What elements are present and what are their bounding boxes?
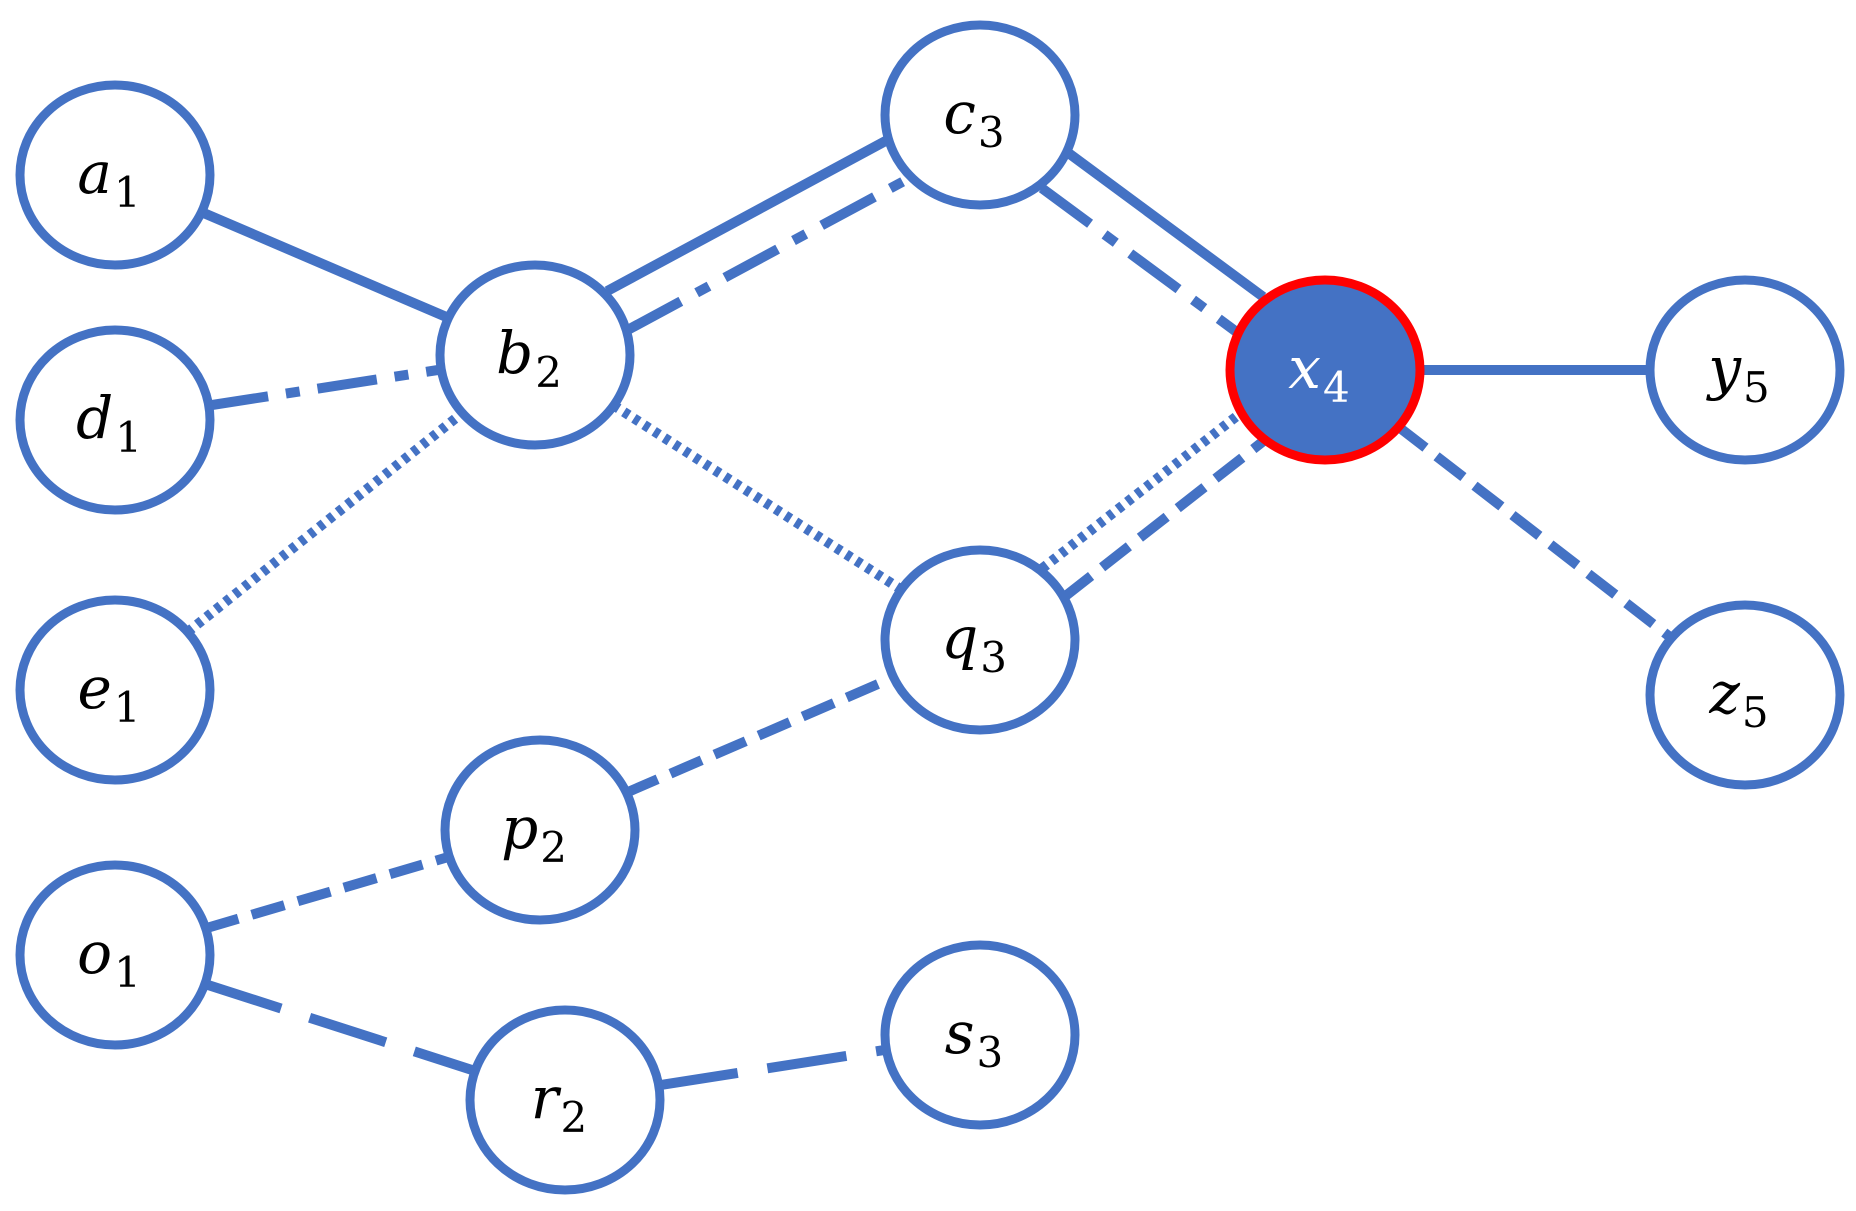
node-label: b2 — [496, 319, 562, 397]
node-subscript: 3 — [977, 1028, 1004, 1077]
node-e1: e1 — [15, 595, 215, 785]
edge-o1-p2 — [204, 851, 451, 934]
node-subscript: 2 — [540, 823, 567, 872]
node-d1: d1 — [15, 325, 215, 515]
node-p2: p2 — [440, 735, 640, 925]
edge-r2-s3 — [657, 1044, 888, 1091]
node-r2: r2 — [465, 1005, 665, 1195]
node-subscript: 1 — [114, 948, 141, 997]
node-y5: y5 — [1645, 275, 1845, 465]
edge-b2-q3 — [611, 401, 904, 594]
node-subscript: 5 — [1743, 363, 1770, 412]
node-letter: o — [77, 919, 112, 987]
node-letter: y — [1705, 334, 1742, 402]
node-label: e1 — [77, 654, 140, 732]
node-label: x4 — [1288, 334, 1349, 412]
node-letter: e — [77, 654, 111, 722]
edge-o1-r2 — [203, 979, 477, 1076]
node-c3: c3 — [880, 20, 1080, 210]
node-circle — [880, 940, 1080, 1130]
node-label: c3 — [943, 79, 1004, 157]
node-circle — [880, 20, 1080, 210]
edge-q3-x4-dashed — [1061, 437, 1266, 601]
edge-q3-x4-dotted — [1039, 409, 1244, 573]
node-letter: x — [1288, 334, 1321, 402]
node-letter: z — [1708, 659, 1740, 727]
node-circle — [1225, 275, 1425, 465]
node-letter: p — [501, 794, 538, 862]
node-b2: b2 — [435, 260, 635, 450]
edge-b2-c3-solid — [604, 135, 890, 296]
node-z5: z5 — [1645, 600, 1845, 790]
edges-layer — [184, 135, 1675, 1091]
node-letter: d — [76, 384, 113, 452]
node-subscript: 2 — [561, 1093, 588, 1142]
node-letter: b — [496, 319, 533, 387]
node-circle — [880, 545, 1080, 735]
edge-e1-b2 — [184, 409, 466, 636]
node-x4: x4 — [1225, 275, 1425, 465]
node-subscript: 3 — [978, 108, 1005, 157]
node-subscript: 1 — [115, 413, 142, 462]
node-label: p2 — [501, 794, 567, 872]
node-subscript: 4 — [1323, 363, 1350, 412]
node-label: a1 — [77, 139, 140, 217]
node-letter: r — [531, 1064, 562, 1132]
node-letter: q — [941, 604, 978, 672]
node-label: q3 — [941, 604, 1007, 682]
node-subscript: 2 — [535, 348, 562, 397]
node-o1: o1 — [15, 860, 215, 1050]
node-label: d1 — [76, 384, 142, 462]
edge-c3-x4-dashdot — [1038, 184, 1240, 337]
node-label: o1 — [77, 919, 141, 997]
node-s3: s3 — [880, 940, 1080, 1130]
node-letter: c — [943, 79, 975, 147]
node-label: z5 — [1708, 659, 1768, 737]
edge-x4-z5 — [1395, 422, 1675, 643]
node-subscript: 3 — [980, 633, 1007, 682]
edge-b2-c3-dashdot — [625, 174, 911, 335]
node-label: y5 — [1705, 334, 1770, 412]
node-q3: q3 — [880, 545, 1080, 735]
node-circle — [440, 735, 640, 925]
node-label: s3 — [945, 999, 1004, 1077]
node-subscript: 1 — [114, 683, 141, 732]
node-circle — [435, 260, 635, 450]
node-subscript: 5 — [1742, 688, 1769, 737]
node-label: r2 — [531, 1064, 587, 1142]
node-circle — [465, 1005, 665, 1195]
node-circle — [15, 80, 215, 270]
node-a1: a1 — [15, 80, 215, 270]
edge-d1-b2 — [208, 364, 442, 411]
edge-c3-x4-solid — [1065, 148, 1267, 301]
node-circle — [1645, 275, 1845, 465]
node-circle — [1645, 600, 1845, 790]
node-circle — [15, 325, 215, 515]
node-circle — [15, 860, 215, 1050]
edge-a1-b2 — [199, 207, 451, 323]
node-circle — [15, 595, 215, 785]
edge-p2-q3 — [624, 672, 896, 798]
node-letter: a — [77, 139, 112, 207]
node-letter: s — [945, 999, 975, 1067]
node-subscript: 1 — [114, 168, 141, 217]
